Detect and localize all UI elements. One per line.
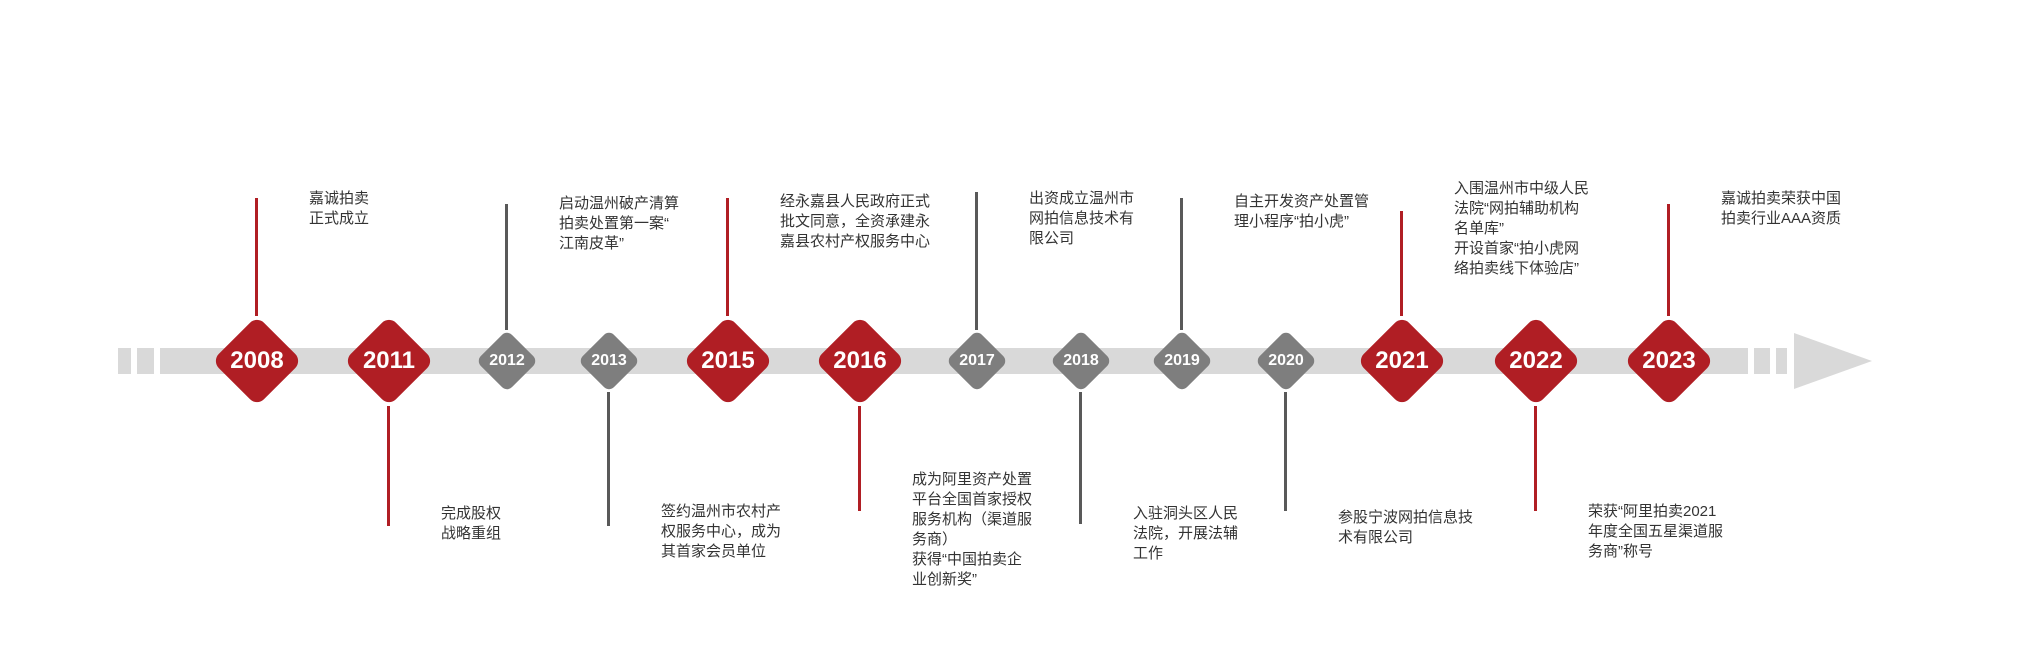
year-marker-2015: 2015	[696, 329, 760, 393]
connector-line	[1180, 198, 1183, 330]
milestone-note: 启动温州破产清算 拍卖处置第一案“ 江南皮革”	[559, 195, 680, 252]
year-marker-2020: 2020	[1264, 339, 1308, 383]
year-marker-2011: 2011	[357, 329, 421, 393]
connector-line	[387, 406, 390, 526]
year-label: 2018	[1063, 352, 1099, 369]
milestone-note: 出资成立温州市 网拍信息技术有 限公司	[1029, 190, 1135, 247]
milestone-note: 完成股权 战略重组	[441, 505, 502, 542]
year-label: 2012	[489, 352, 525, 369]
year-marker-2016: 2016	[828, 329, 892, 393]
connector-line	[505, 204, 508, 330]
band-segment	[1754, 348, 1770, 374]
band-segment	[1776, 348, 1787, 374]
year-marker-2018: 2018	[1059, 339, 1103, 383]
year-label: 2013	[591, 352, 627, 369]
year-marker-2012: 2012	[485, 339, 529, 383]
milestone-note: 嘉诚拍卖 正式成立	[309, 190, 370, 227]
year-marker-2021: 2021	[1370, 329, 1434, 393]
year-label: 2019	[1164, 352, 1200, 369]
year-label: 2022	[1509, 347, 1563, 374]
band-segment	[137, 348, 154, 374]
year-label: 2023	[1642, 347, 1696, 374]
connector-line	[1400, 211, 1403, 316]
year-label: 2008	[230, 347, 284, 374]
connector-line	[858, 406, 861, 511]
connector-line	[726, 198, 729, 316]
milestone-note: 嘉诚拍卖荣获中国 拍卖行业AAA资质	[1721, 190, 1842, 227]
milestone-note: 自主开发资产处置管 理小程序“拍小虎”	[1234, 193, 1370, 230]
arrow-right-icon	[1794, 333, 1872, 389]
milestone-note: 入围温州市中级人民 法院“网拍辅助机构 名单库” 开设首家“拍小虎网 络拍卖线下…	[1454, 180, 1590, 277]
band-segment	[118, 348, 131, 374]
year-marker-2017: 2017	[955, 339, 999, 383]
connector-line	[255, 198, 258, 316]
milestone-note: 荣获“阿里拍卖2021 年度全国五星渠道服 务商”称号	[1588, 503, 1724, 560]
year-label: 2016	[833, 347, 887, 374]
year-marker-2008: 2008	[225, 329, 289, 393]
year-label: 2015	[701, 347, 755, 374]
milestone-note: 入驻洞头区人民 法院，开展法辅 工作	[1133, 505, 1239, 562]
milestone-note: 经永嘉县人民政府正式 批文同意，全资承建永 嘉县农村产权服务中心	[780, 193, 931, 250]
connector-line	[975, 192, 978, 330]
connector-line	[1667, 204, 1670, 316]
year-marker-2023: 2023	[1637, 329, 1701, 393]
connector-line	[607, 392, 610, 526]
connector-line	[1534, 406, 1537, 511]
year-label: 2021	[1375, 347, 1429, 374]
milestone-note: 参股宁波网拍信息技 术有限公司	[1338, 509, 1474, 546]
year-label: 2017	[959, 352, 995, 369]
year-marker-2022: 2022	[1504, 329, 1568, 393]
year-label: 2011	[362, 347, 416, 374]
connector-line	[1079, 392, 1082, 524]
milestone-note: 签约温州市农村产 权服务中心，成为 其首家会员单位	[661, 503, 782, 560]
year-marker-2013: 2013	[587, 339, 631, 383]
year-marker-2019: 2019	[1160, 339, 1204, 383]
year-label: 2020	[1268, 352, 1304, 369]
connector-line	[1284, 392, 1287, 511]
milestone-note: 成为阿里资产处置 平台全国首家授权 服务机构（渠道服 务商） 获得“中国拍卖企 …	[912, 471, 1033, 588]
